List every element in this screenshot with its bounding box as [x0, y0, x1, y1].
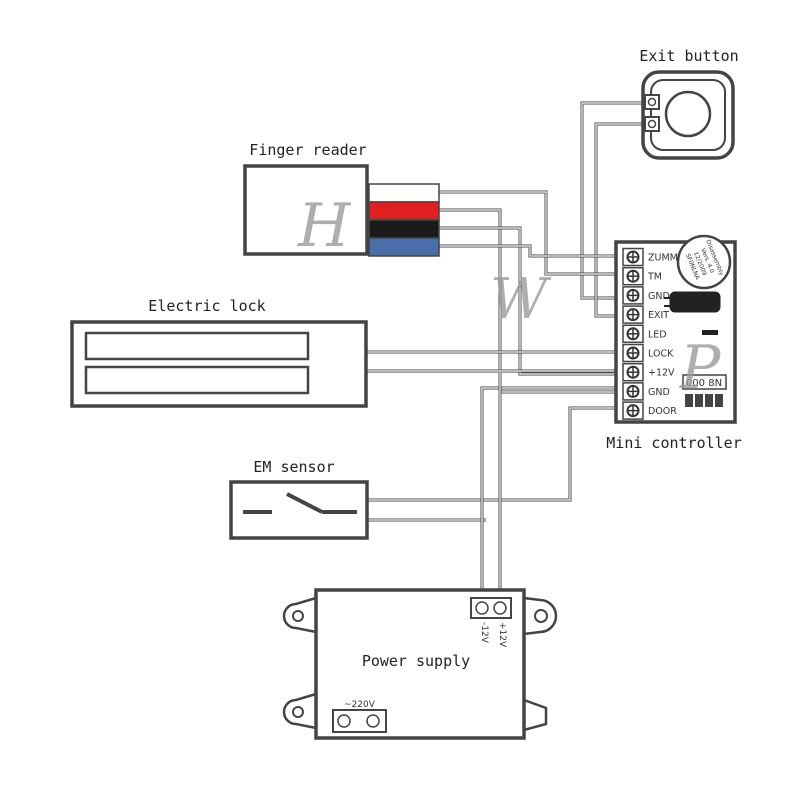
finger-reader-label: Finger reader [249, 141, 366, 159]
chip-icon [682, 374, 727, 390]
ac-input-label: ~220V [344, 700, 376, 710]
wire-reader-4-core [438, 245, 622, 257]
terminal-label: DOOR [648, 406, 677, 417]
terminal-label: LED [648, 329, 667, 340]
terminal-label: GND [648, 387, 670, 398]
electric-lock-bar-top [84, 331, 310, 361]
minus-12v-label: -12V [479, 622, 489, 644]
dc-terminal-plus [493, 601, 507, 615]
terminal-label: +12V [648, 368, 675, 379]
exit-button: Exit button [639, 47, 739, 160]
buzzer-icon [676, 234, 732, 290]
plus-12v-label: +12V [497, 622, 507, 648]
exit-button-bezel [650, 79, 726, 151]
ac-terminal-2 [366, 714, 380, 728]
switch-arm-icon [286, 492, 323, 514]
screw-icon [647, 97, 657, 107]
controller-terminals: ZUMM TM GND EXIT LED LOCK +12V GND DOOR [622, 247, 678, 420]
exit-button-label: Exit button [639, 47, 738, 65]
finger-reader-body [243, 164, 369, 256]
exit-button-terminal-1 [644, 94, 660, 110]
dip-switch-4 [715, 394, 723, 407]
wires [366, 101, 646, 592]
electric-lock: Electric lock [70, 297, 368, 408]
dip-switch-icon [685, 394, 723, 407]
watermark: H W P [297, 191, 722, 403]
watermark-w: W [490, 267, 552, 332]
terminal-label: ZUMM [648, 253, 678, 264]
watermark-h: H [297, 191, 352, 261]
mount-hole-icon [292, 610, 304, 622]
mini-controller-label: Mini controller [606, 434, 741, 452]
dc-terminal-minus [475, 601, 489, 615]
wire-exit-1-core [581, 102, 646, 299]
finger-reader: Finger reader [243, 141, 440, 257]
wire-reader-3-core [438, 227, 622, 375]
terminal-label: EXIT [648, 310, 669, 321]
mount-hole-icon [292, 706, 304, 718]
reader-wire-blue [368, 237, 440, 257]
electric-lock-bar-bottom [84, 365, 310, 395]
led-icon [702, 330, 718, 335]
dip-switch-1 [685, 394, 693, 407]
wire-exit-2-core [595, 123, 646, 317]
chip-label: 000 8N [686, 378, 722, 389]
terminal-label: LOCK [648, 349, 674, 360]
terminal-label: TM [647, 272, 662, 283]
watermark-p: P [679, 333, 722, 403]
em-sensor-label: EM sensor [253, 458, 334, 476]
power-supply-label: Power supply [362, 652, 470, 670]
mount-hole-icon [534, 609, 548, 623]
wire-sensor-1-core [366, 407, 622, 501]
relay-icon [669, 291, 721, 313]
mount-ear-bottom-right [522, 698, 548, 732]
reader-wire-white [368, 183, 440, 203]
dip-switch-3 [705, 394, 713, 407]
wire-power-1-core [481, 387, 622, 592]
wire-reader-1 [438, 190, 622, 276]
dip-switch-2 [695, 394, 703, 407]
wire-power-1 [480, 386, 622, 592]
wire-sensor-1 [366, 406, 622, 502]
wire-reader-1-core [438, 191, 622, 275]
terminal-label: GND [648, 291, 670, 302]
power-supply: Power supply -12V +12V ~220V [282, 588, 558, 740]
wire-reader-2-core [438, 209, 622, 393]
screw-icon [647, 119, 657, 129]
ac-terminal-1 [337, 714, 351, 728]
reader-wire-red [368, 201, 440, 221]
exit-button-terminal-2 [644, 116, 660, 132]
electric-lock-label: Electric lock [148, 297, 265, 315]
em-sensor: EM sensor [229, 458, 369, 540]
exit-button-push-icon [664, 90, 712, 138]
reader-wire-black [368, 219, 440, 239]
